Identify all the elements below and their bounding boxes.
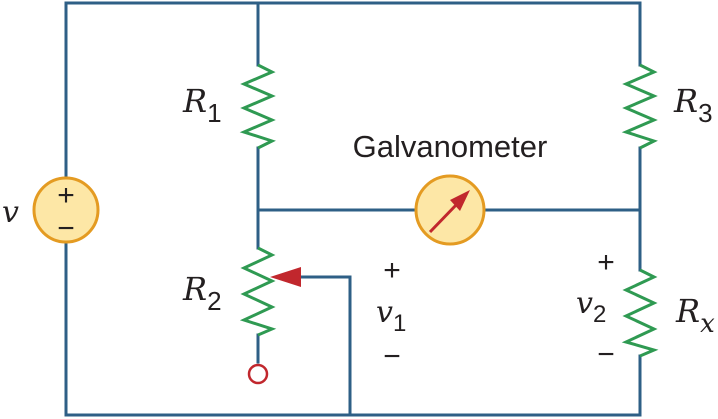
galvanometer-label: Galvanometer bbox=[353, 129, 548, 164]
r3-label: R3 bbox=[673, 82, 713, 128]
galvanometer-needle bbox=[428, 201, 460, 234]
source-plus-sign: + bbox=[57, 179, 75, 212]
source-label: v bbox=[2, 195, 19, 230]
r2-label: R2 bbox=[182, 270, 222, 316]
open-terminal bbox=[247, 363, 269, 385]
wires bbox=[64, 1, 642, 417]
v1-plus: + bbox=[383, 254, 401, 287]
v2-minus: − bbox=[597, 338, 615, 371]
wire-outer-left-top bbox=[64, 1, 642, 180]
galvanometer bbox=[414, 174, 486, 246]
resistor-r3 bbox=[621, 63, 658, 150]
source-minus-sign: − bbox=[57, 212, 75, 245]
v2-label: v2 bbox=[576, 286, 606, 328]
wire-outer-bottom bbox=[64, 240, 642, 417]
wiper-arrow-icon bbox=[270, 267, 301, 287]
galvanometer-arrow-icon bbox=[450, 190, 470, 211]
r1-label: R1 bbox=[182, 82, 222, 128]
v1-label: v1 bbox=[376, 295, 406, 337]
resistor-r2 bbox=[239, 246, 277, 337]
v2-plus: + bbox=[597, 246, 615, 279]
resistor-r1 bbox=[239, 63, 276, 150]
wire-wiper bbox=[298, 275, 352, 417]
rx-label: Rx bbox=[675, 292, 715, 339]
v1-minus: − bbox=[383, 340, 401, 373]
resistor-rx bbox=[621, 268, 659, 358]
voltage-source: + − bbox=[32, 176, 100, 245]
